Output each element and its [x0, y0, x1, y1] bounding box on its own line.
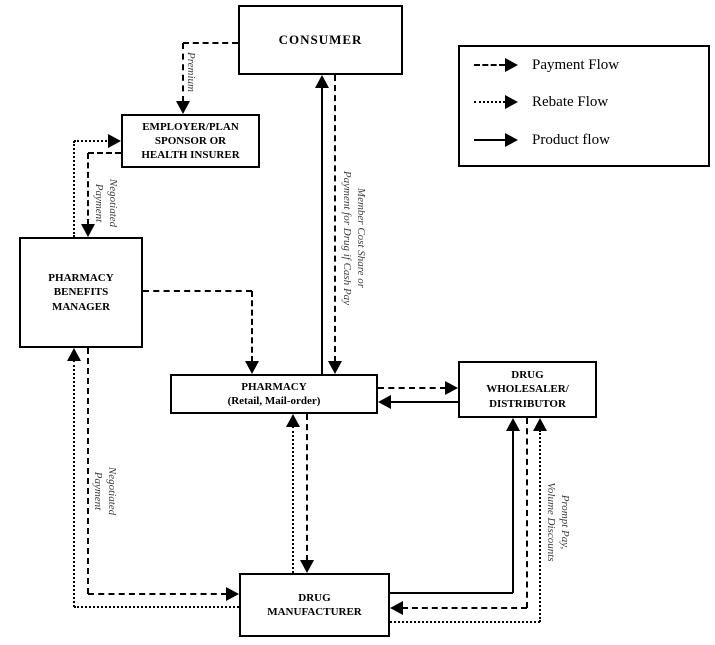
payment-pharmacy-to-manufacturer-line-v [306, 414, 308, 561]
arrowhead-down-icon [300, 560, 314, 573]
edge-label-prompt-pay-line1: Prompt Pay, [558, 494, 571, 550]
edge-label-negotiated-payment-bottom-line1: Negotiated [105, 466, 118, 516]
edge-label-negotiated-payment-top-line2: Payment [93, 183, 105, 223]
node-pbm-label-line2: BENEFITS [53, 286, 109, 299]
arrowhead-down-icon [245, 361, 259, 374]
node-consumer-label: CONSUMER [278, 31, 363, 47]
payment-employer-to-pbm-line-h [88, 152, 121, 154]
edge-label-premium-text: Premium [184, 52, 197, 92]
node-drug-wholesaler-distributor: DRUG WHOLESALER/ DISTRIBUTOR [458, 361, 597, 418]
arrowhead-up-icon [67, 348, 81, 361]
node-pbm-label-line3: MANAGER [51, 300, 111, 313]
rebate-manufacturer-to-pharmacy-line-v [292, 426, 294, 573]
payment-flow-dashed-arrow-icon [474, 58, 518, 72]
arrowhead-right-icon [108, 134, 121, 148]
arrowhead-up-icon [506, 418, 520, 431]
node-employer-label-line1: EMPLOYER/PLAN [142, 120, 239, 133]
rebate-manufacturer-to-pbm-line-v [73, 360, 75, 607]
payment-wholesaler-to-manufacturer-line-h [402, 607, 527, 609]
edge-label-negotiated-payment-bottom: Negotiated Payment [90, 467, 118, 515]
rebate-pbm-to-employer-line-v [73, 141, 75, 237]
arrowhead-up-icon [286, 414, 300, 427]
rebate-manufacturer-to-pbm-line-h [74, 606, 239, 608]
payment-pbm-to-manufacturer-line-v [87, 348, 89, 594]
payment-wholesaler-to-manufacturer-line-v [526, 418, 528, 608]
product-manufacturer-to-wholesaler-line-h [390, 592, 513, 594]
edge-label-negotiated-payment-bottom-line2: Payment [92, 471, 104, 511]
node-pbm-label-line1: PHARMACY [48, 272, 114, 285]
edge-label-member-cost-share-line2: Payment for Drug if Cash Pay [341, 170, 353, 306]
edge-label-prompt-pay-line2: Volume Discounts [545, 482, 557, 562]
node-pharmacy: PHARMACY (Retail, Mail-order) [170, 374, 378, 414]
node-employer-label-line2: SPONSOR OR [154, 134, 227, 147]
payment-consumer-to-employer-line-h [183, 42, 238, 44]
rebate-manufacturer-to-wholesaler-line-h [390, 621, 540, 623]
arrowhead-up-icon [533, 418, 547, 431]
legend-item-payment-flow: Payment Flow [474, 55, 619, 75]
arrowhead-right-icon [226, 587, 239, 601]
product-pharmacy-to-consumer-line-v [321, 87, 323, 374]
payment-employer-to-pbm-line-v [87, 153, 89, 225]
node-wholesaler-label-line1: DRUG [511, 369, 544, 382]
payment-consumer-to-employer-line-v [182, 43, 184, 102]
node-wholesaler-label-line3: DISTRIBUTOR [489, 397, 566, 410]
node-manufacturer-label-line2: MANUFACTURER [267, 606, 362, 618]
payment-consumer-to-pharmacy-line-v [334, 75, 336, 362]
payment-pbm-to-manufacturer-line-h [88, 593, 227, 595]
arrowhead-left-icon [390, 601, 403, 615]
product-flow-solid-arrow-icon [474, 133, 518, 147]
node-wholesaler-label-line2: WHOLESALER/ [486, 383, 569, 396]
payment-pbm-to-pharmacy-line-v [251, 291, 253, 362]
edge-label-member-cost-share: Member Cost Share or Payment for Drug if… [339, 171, 367, 305]
product-wholesaler-to-pharmacy-line-h [390, 401, 458, 403]
legend-item-rebate-flow: Rebate Flow [474, 92, 608, 112]
node-pharmacy-label-line2: (Retail, Mail-order) [227, 395, 321, 407]
arrowhead-down-icon [328, 361, 342, 374]
arrowhead-left-icon [378, 395, 391, 409]
product-manufacturer-to-wholesaler-line-v [512, 430, 514, 593]
arrowhead-up-icon [315, 75, 329, 88]
edge-label-prompt-pay-volume-discounts: Prompt Pay, Volume Discounts [543, 482, 571, 561]
payment-pbm-to-pharmacy-line-h [143, 290, 252, 292]
rebate-manufacturer-to-wholesaler-line-v [539, 430, 541, 622]
edge-label-negotiated-payment-top: Negotiated Payment [91, 179, 119, 227]
node-employer-plan-sponsor: EMPLOYER/PLAN SPONSOR OR HEALTH INSURER [121, 114, 260, 168]
node-drug-manufacturer: DRUG MANUFACTURER [239, 573, 390, 637]
payment-pharmacy-to-wholesaler-line-h [378, 387, 446, 389]
edge-label-negotiated-payment-top-line1: Negotiated [106, 178, 119, 228]
arrowhead-down-icon [176, 101, 190, 114]
node-manufacturer-label-line1: DRUG [298, 591, 331, 604]
edge-label-premium: Premium [183, 52, 197, 92]
node-consumer: CONSUMER [238, 5, 403, 75]
legend-label-rebate-flow: Rebate Flow [532, 93, 609, 110]
node-pharmacy-benefits-manager: PHARMACY BENEFITS MANAGER [19, 237, 143, 348]
edge-label-member-cost-share-line1: Member Cost Share or [354, 187, 367, 289]
node-employer-label-line3: HEALTH INSURER [141, 149, 240, 162]
legend: Payment Flow Rebate Flow Product flow [458, 45, 710, 167]
arrowhead-down-icon [81, 224, 95, 237]
legend-item-product-flow: Product flow [474, 130, 610, 150]
legend-label-payment-flow: Payment Flow [532, 56, 620, 73]
node-pharmacy-label-line1: PHARMACY [241, 380, 307, 393]
rebate-flow-dotted-arrow-icon [474, 95, 518, 109]
legend-label-product-flow: Product flow [532, 131, 610, 148]
arrowhead-right-icon [445, 381, 458, 395]
rebate-pbm-to-employer-line-h [74, 140, 110, 142]
